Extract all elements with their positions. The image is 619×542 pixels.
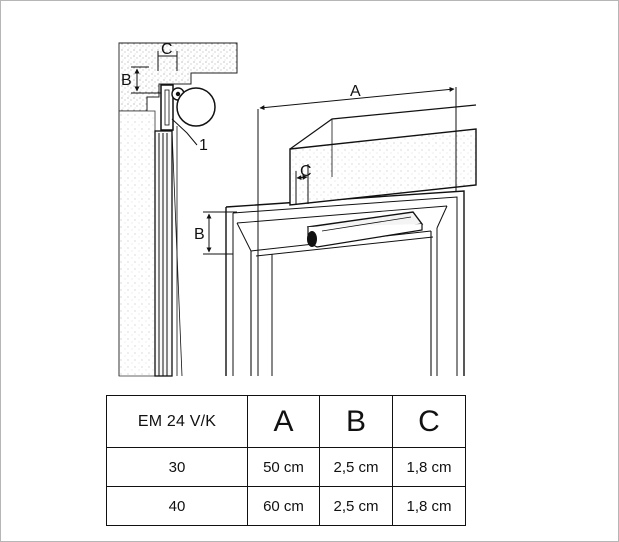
model-cell: 40 <box>106 486 248 526</box>
model-cell: 30 <box>106 447 248 487</box>
front-dimension-b-label: B <box>194 226 205 243</box>
dimension-a-label: A <box>350 83 361 100</box>
side-view-wall <box>118 42 238 377</box>
dimension-c-front: C <box>295 163 312 205</box>
side-view-profile <box>154 126 183 377</box>
c-value-cell: 1,8 cm <box>392 486 466 526</box>
table-row: 40 60 cm 2,5 cm 1,8 cm <box>106 486 466 526</box>
b-value-cell: 2,5 cm <box>319 447 393 487</box>
dimension-table: EM 24 V/K A B C 30 50 cm 2,5 cm 1,8 cm 4… <box>106 395 466 526</box>
a-column-header: A <box>247 395 320 448</box>
door-frame-perspective <box>225 190 465 376</box>
side-view-dimensions: C B 1 <box>121 41 208 154</box>
table-header-row: EM 24 V/K A B C <box>106 395 466 448</box>
side-view-closer <box>160 84 216 146</box>
b-column-header: B <box>319 395 393 448</box>
front-dimension-c-label: C <box>300 163 312 180</box>
side-dimension-b-label: B <box>121 72 132 89</box>
a-value-cell: 50 cm <box>247 447 320 487</box>
c-column-header: C <box>392 395 466 448</box>
installation-diagram: C B 1 <box>118 41 477 377</box>
lintel-box <box>289 104 477 206</box>
part-number-label: 1 <box>199 137 208 154</box>
model-column-header: EM 24 V/K <box>106 395 248 448</box>
b-value-cell: 2,5 cm <box>319 486 393 526</box>
dimension-table-body: 30 50 cm 2,5 cm 1,8 cm 40 60 cm 2,5 cm 1… <box>106 447 466 526</box>
side-dimension-c-label: C <box>161 41 173 58</box>
dimension-table-header: EM 24 V/K A B C <box>106 395 466 448</box>
table-row: 30 50 cm 2,5 cm 1,8 cm <box>106 447 466 487</box>
door-closer-body <box>306 211 424 248</box>
dimension-b-front: B <box>194 211 237 255</box>
c-value-cell: 1,8 cm <box>392 447 466 487</box>
dimension-a: A <box>257 83 457 376</box>
a-value-cell: 60 cm <box>247 486 320 526</box>
